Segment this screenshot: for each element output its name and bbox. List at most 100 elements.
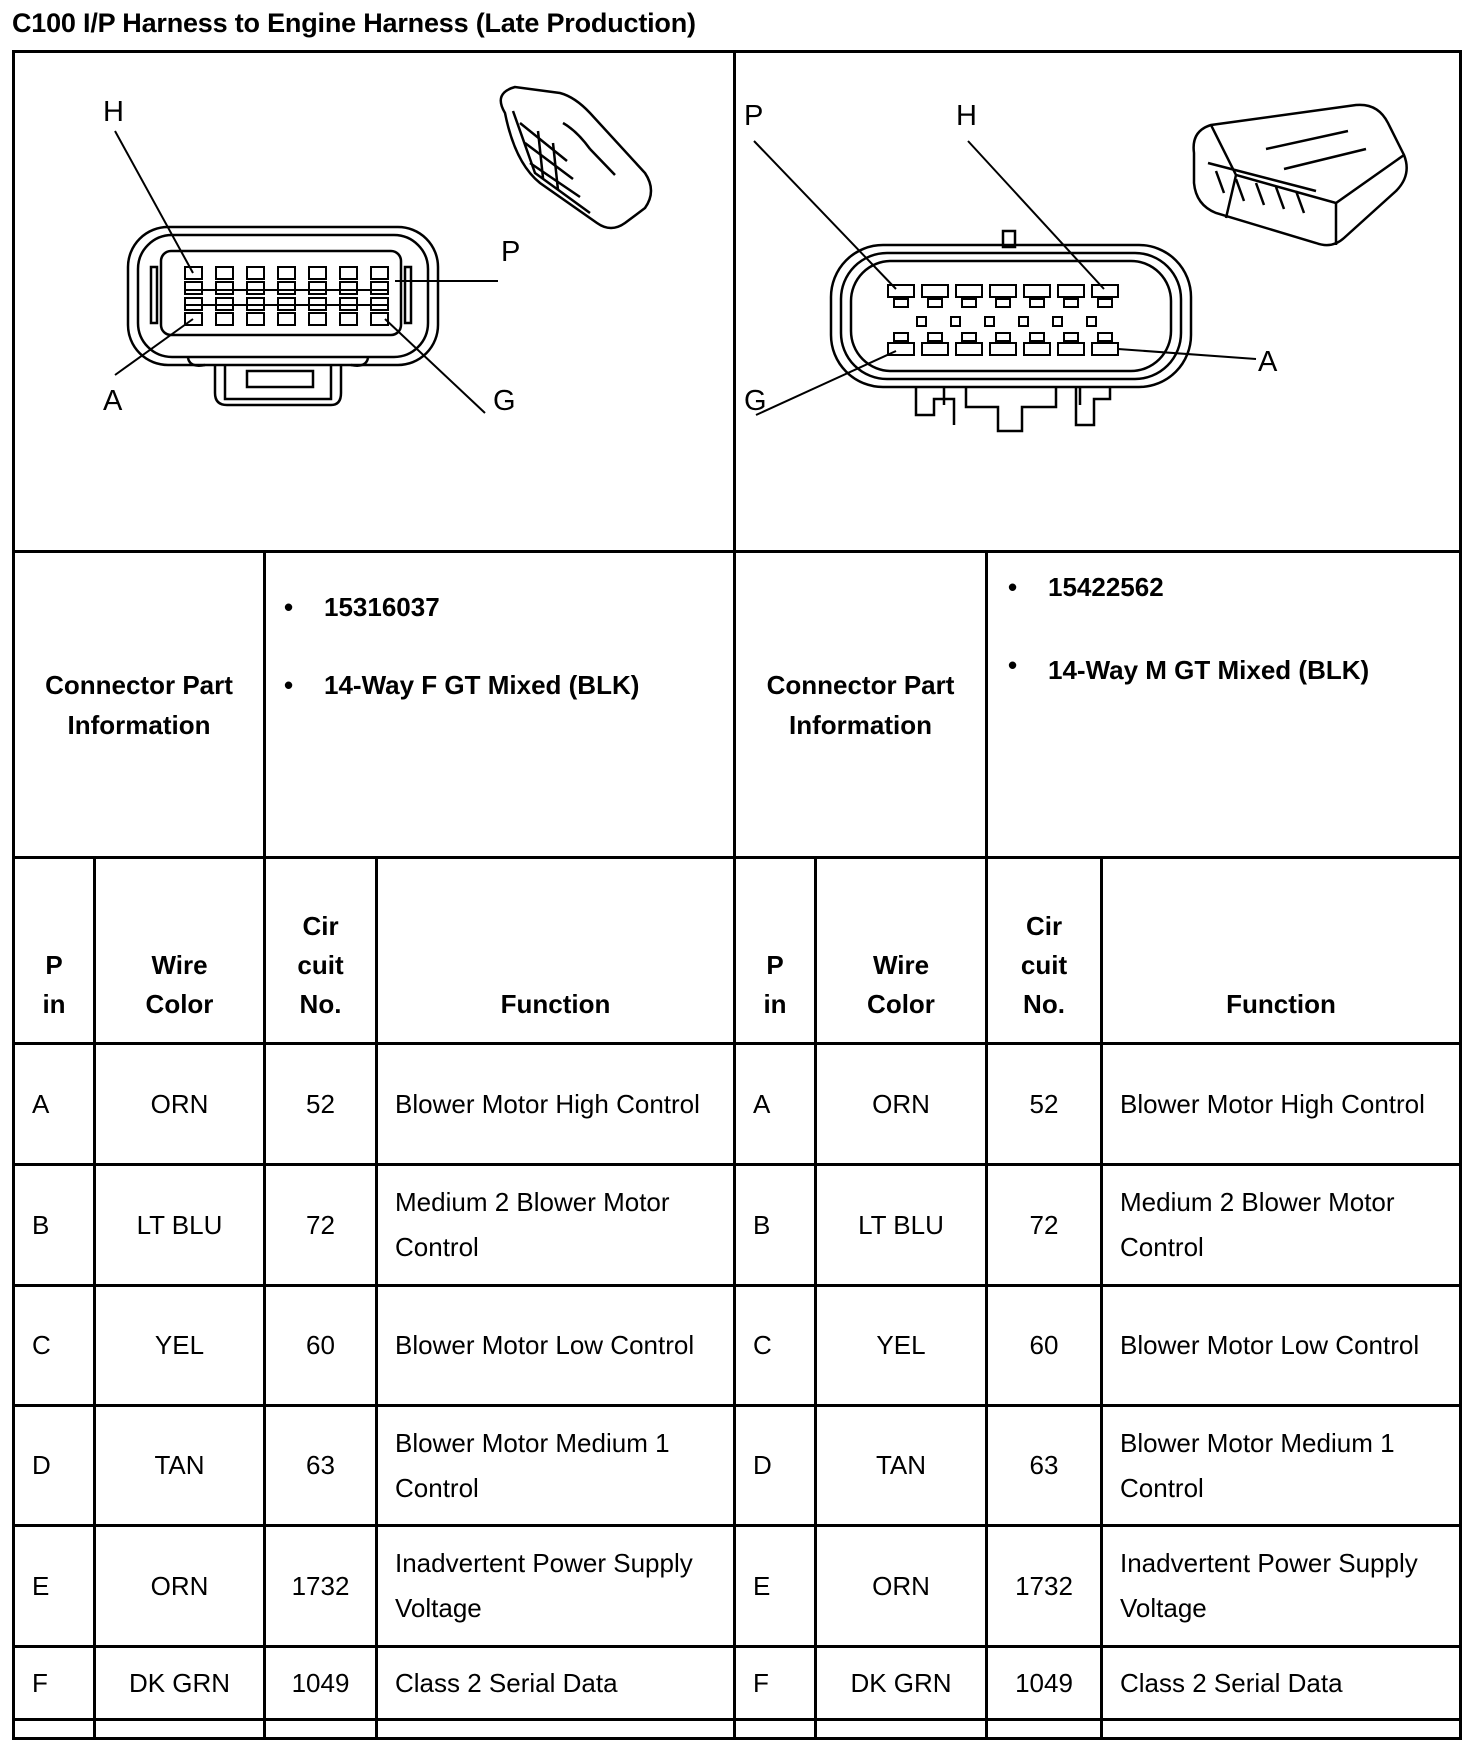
- female-connector-cavity-frame: [159, 249, 403, 337]
- female-connector-3d-view: [499, 85, 653, 230]
- header-pin-right: P in: [763, 950, 787, 1019]
- right-wire-color-cell: YEL: [876, 1330, 926, 1360]
- left-pin-cell: F: [32, 1667, 48, 1698]
- left-circuit-number-cell: 63: [306, 1450, 335, 1480]
- left-description-bullet: •: [284, 670, 294, 700]
- label-pin-g-male: G: [744, 385, 767, 417]
- left-function-cell: Blower Motor High Control: [395, 1088, 700, 1119]
- female-connector-housing-outer: [126, 225, 440, 367]
- right-pin-cell: E: [753, 1570, 771, 1601]
- left-wire-color-cell: LT BLU: [136, 1209, 223, 1240]
- right-circuit-number-cell: 63: [1029, 1450, 1059, 1480]
- divider-h8: [12, 1645, 1462, 1648]
- divider-left-circuit: [375, 856, 378, 1740]
- header-wire-color-right: Wire Color: [867, 950, 935, 1019]
- left-function-cell: Inadvertent Power Supply Voltage: [395, 1548, 693, 1623]
- right-connector-info-label: Connector Part Information: [766, 669, 955, 740]
- left-pin-cell: E: [32, 1570, 50, 1601]
- divider-h3: [12, 1042, 1462, 1045]
- male-connector-3d-view: [1192, 103, 1408, 247]
- left-pin-cell: C: [32, 1330, 51, 1360]
- label-pin-a-female: A: [103, 385, 123, 417]
- left-pin-cell: D: [32, 1450, 51, 1480]
- right-circuit-number-cell: 1732: [1015, 1570, 1073, 1601]
- left-connector-info-label: Connector Part Information: [45, 669, 233, 740]
- left-circuit-number-cell: 52: [306, 1088, 335, 1119]
- left-function-cell: Medium 2 Blower Motor Control: [395, 1187, 670, 1262]
- left-circuit-number-cell: 1732: [291, 1570, 350, 1601]
- left-part-number: 15316037: [324, 592, 440, 622]
- header-function-right: Function: [1226, 989, 1336, 1019]
- right-circuit-number-cell: 1049: [1015, 1667, 1073, 1698]
- male-connector-diagram: P H A G: [744, 100, 1408, 433]
- right-wire-color-cell: TAN: [875, 1450, 927, 1480]
- right-wire-color-cell: DK GRN: [850, 1667, 952, 1698]
- label-pin-g-female: G: [493, 385, 516, 417]
- right-function-cell: Blower Motor Medium 1 Control: [1120, 1427, 1395, 1503]
- right-function-cell: Inadvertent Power Supply Voltage: [1120, 1548, 1418, 1623]
- female-connector-diagram: H P A G: [103, 85, 653, 417]
- right-pin-cell: F: [753, 1667, 769, 1698]
- left-wire-color-cell: DK GRN: [128, 1667, 231, 1698]
- divider-h7: [12, 1524, 1462, 1527]
- page-title: C100 I/P Harness to Engine Harness (Late…: [12, 8, 696, 38]
- left-part-number-bullet: •: [284, 592, 294, 622]
- left-wire-color-cell: ORN: [150, 1570, 209, 1601]
- left-pin-cell: A: [32, 1088, 50, 1119]
- right-function-cell: Medium 2 Blower Motor Control: [1120, 1187, 1395, 1262]
- divider-center: [733, 50, 736, 1740]
- left-wire-color-cell: YEL: [154, 1330, 205, 1360]
- right-pin-cell: C: [753, 1330, 772, 1360]
- male-connector-lock-tabs: [914, 387, 1112, 433]
- right-pin-cell: D: [753, 1450, 772, 1480]
- female-connector-housing-inner: [136, 233, 430, 359]
- left-pin-cell: B: [32, 1209, 50, 1240]
- left-function-cell: Blower Motor Medium 1 Control: [395, 1427, 670, 1503]
- left-wire-color-cell: TAN: [154, 1450, 205, 1480]
- female-connector-lock-latch: [213, 365, 343, 407]
- divider-h5: [12, 1284, 1462, 1287]
- header-wire-color-left: Wire Color: [145, 950, 214, 1019]
- divider-h4: [12, 1163, 1462, 1166]
- right-function-cell: Class 2 Serial Data: [1120, 1667, 1343, 1698]
- divider-h6: [12, 1404, 1462, 1407]
- male-connector-housing-inner: [839, 251, 1183, 381]
- left-circuit-number-cell: 1049: [291, 1667, 350, 1698]
- right-part-number-bullet: •: [1008, 572, 1018, 602]
- divider-h2: [12, 856, 1462, 859]
- left-circuit-number-cell: 60: [306, 1330, 335, 1360]
- label-pin-h-female: H: [103, 96, 124, 128]
- label-pin-p-female: P: [501, 236, 520, 268]
- left-circuit-number-cell: 72: [306, 1209, 335, 1240]
- label-pin-p-male: P: [744, 100, 763, 132]
- divider-right-circuit: [1100, 856, 1103, 1740]
- male-connector-housing-outer: [829, 243, 1193, 389]
- divider-right-pin: [814, 856, 817, 1740]
- label-pin-h-male: H: [956, 100, 977, 132]
- right-pin-cell: A: [753, 1088, 771, 1119]
- header-circuit-left: Cir cuit No.: [297, 911, 344, 1019]
- header-circuit-right: Cir cuit No.: [1020, 911, 1068, 1019]
- right-description: 14-Way M GT Mixed (BLK): [1048, 655, 1370, 685]
- left-function-cell: Blower Motor Low Control: [395, 1330, 695, 1360]
- right-function-cell: Blower Motor Low Control: [1120, 1330, 1420, 1360]
- right-wire-color-cell: ORN: [872, 1088, 930, 1119]
- right-circuit-number-cell: 72: [1029, 1209, 1059, 1240]
- label-pin-a-male: A: [1258, 346, 1278, 378]
- divider-h1: [12, 550, 1462, 553]
- right-part-number: 15422562: [1048, 572, 1164, 602]
- right-function-cell: Blower Motor High Control: [1120, 1088, 1425, 1119]
- right-circuit-number-cell: 60: [1029, 1330, 1059, 1360]
- divider-left-info: [263, 550, 266, 1740]
- header-function-left: Function: [500, 989, 611, 1019]
- header-pin-left: P in: [42, 950, 66, 1019]
- right-description-bullet: •: [1008, 650, 1018, 680]
- divider-right-info: [985, 550, 988, 1740]
- left-description: 14-Way F GT Mixed (BLK): [324, 670, 640, 700]
- right-pin-cell: B: [753, 1209, 771, 1240]
- left-function-cell: Class 2 Serial Data: [395, 1667, 618, 1698]
- right-wire-color-cell: LT BLU: [858, 1209, 944, 1240]
- right-wire-color-cell: ORN: [872, 1570, 930, 1601]
- divider-left-pin: [93, 856, 96, 1740]
- right-circuit-number-cell: 52: [1029, 1088, 1059, 1119]
